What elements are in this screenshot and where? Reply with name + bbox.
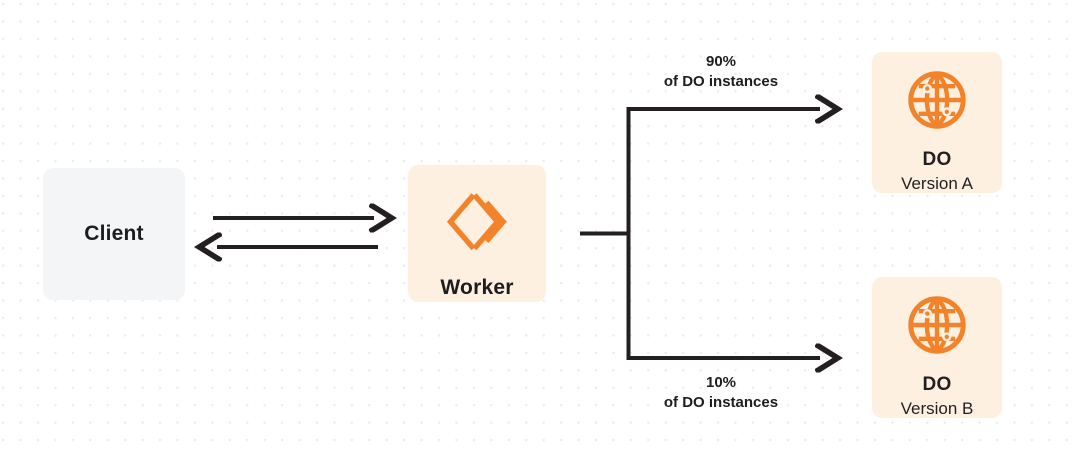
edge-label-top: 90% of DO instances	[627, 52, 815, 92]
edge-label-top-percent: 90%	[705, 53, 737, 70]
node-do-a-title: DO	[922, 149, 952, 170]
edge-label-bottom-percent: 10%	[705, 374, 737, 391]
node-do-b-title: DO	[922, 374, 952, 395]
cloudflare-workers-logo-icon	[444, 189, 510, 260]
globe-icon	[907, 70, 967, 135]
node-do-b-subtitle: Version B	[900, 399, 974, 418]
node-do-version-a: DO Version A	[872, 52, 1002, 193]
node-do-a-subtitle: Version A	[901, 174, 973, 193]
edge-label-bottom: 10% of DO instances	[627, 373, 815, 413]
node-client-label: Client	[84, 222, 144, 245]
node-client: Client	[43, 168, 185, 300]
edge-label-top-caption: of DO instances	[663, 72, 779, 90]
globe-icon	[907, 295, 967, 360]
node-worker-label: Worker	[440, 276, 514, 299]
edge-label-bottom-caption: of DO instances	[663, 393, 779, 411]
node-do-version-b: DO Version B	[872, 277, 1002, 418]
node-worker: Worker	[408, 165, 546, 302]
